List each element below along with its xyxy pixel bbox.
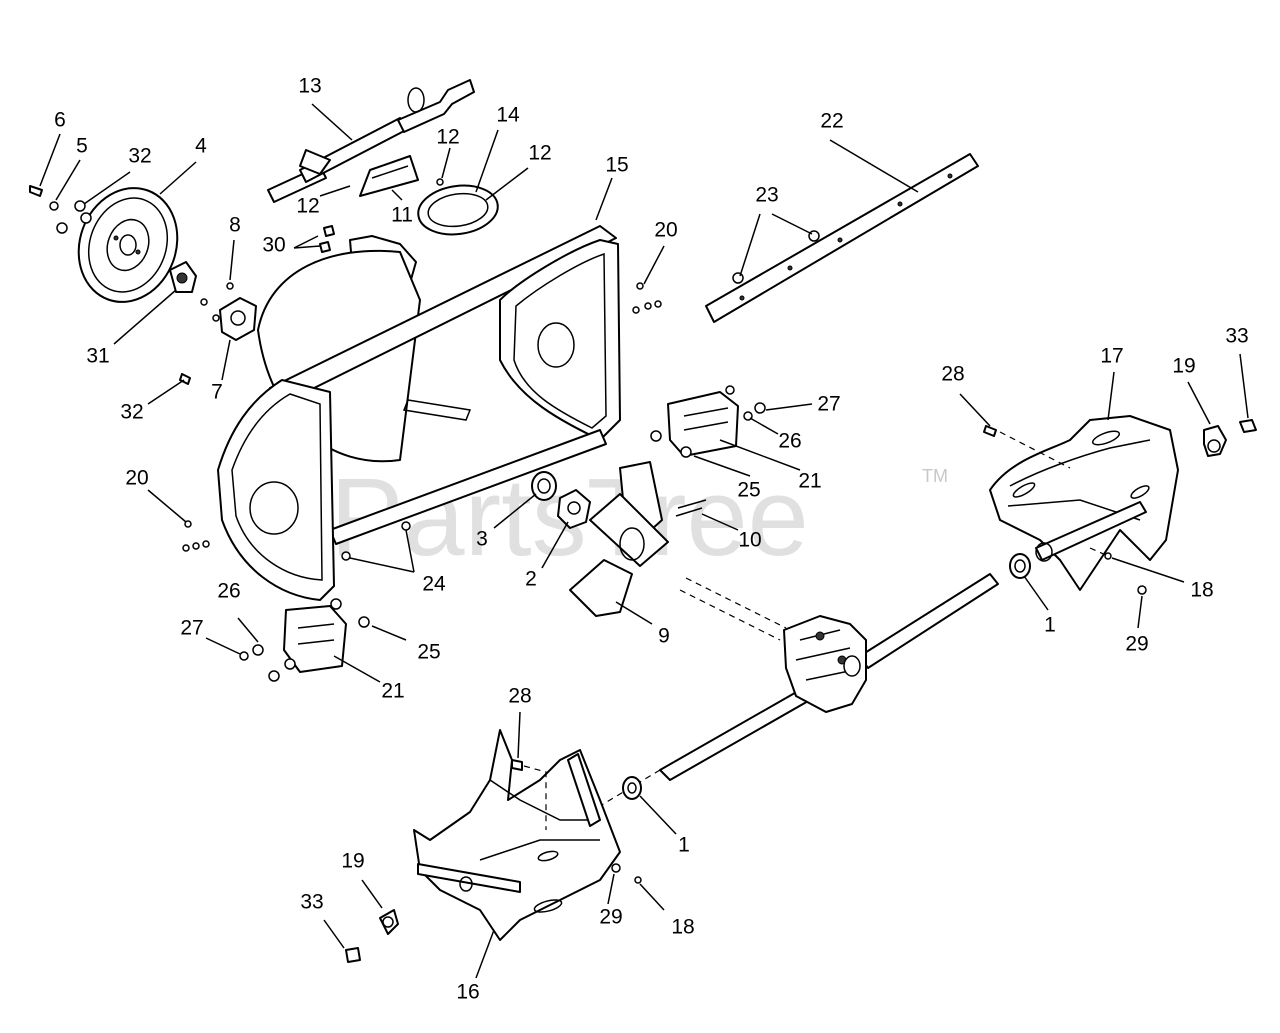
auger-left-part [413,729,621,941]
callout-32: 32 [128,145,151,168]
callout-12: 12 [528,142,551,165]
fasteners-top-left [29,185,92,234]
callout-8: 8 [229,214,241,237]
callout-16: 16 [456,981,479,1004]
callout-17: 17 [1100,345,1123,368]
callout-29: 29 [599,906,622,929]
gearbox-part [783,615,867,713]
small-fasteners-left [179,225,662,561]
callout-14: 14 [496,104,520,127]
callout-6: 6 [54,109,66,132]
callout-5: 5 [76,135,88,158]
impeller-part [569,461,669,617]
scraper-bar-part [705,153,979,323]
auger-right-hardware [983,419,1257,595]
skid-shoe-right-part [650,385,766,458]
callout-26: 26 [217,580,240,603]
callout-28: 28 [508,685,531,708]
callout-21: 21 [798,470,821,493]
callout-3: 3 [476,528,488,551]
washer-lower [622,776,642,800]
callout-25: 25 [417,641,440,664]
flange-part [557,489,591,529]
trademark-mark: TM [922,466,948,486]
callout-24: 24 [422,573,446,596]
callout-19: 19 [341,850,364,873]
screw-12 [436,178,444,186]
callout-33: 33 [300,891,323,914]
callout-labels: 6 5 32 4 13 12 14 12 15 22 12 11 8 30 23… [54,75,1249,1004]
callout-23: 23 [755,184,778,207]
callout-18: 18 [1190,579,1213,602]
callout-30: 30 [262,234,285,257]
callout-22: 22 [820,110,843,133]
auger-right-part [989,415,1179,591]
callout-18: 18 [671,916,694,939]
callout-10: 10 [738,529,761,552]
skid-shoe-left-part [239,598,370,682]
leader-lines [39,103,1249,979]
pulley-part [77,187,179,303]
callout-21: 21 [381,680,404,703]
bearing-plate-part [219,297,257,341]
callout-15: 15 [605,154,628,177]
callout-1: 1 [678,834,690,857]
callout-11: 11 [391,204,413,227]
callout-13: 13 [298,75,321,98]
auger-left-hardware [345,759,642,963]
chute-bracket-part [359,155,419,197]
callout-9: 9 [658,625,670,648]
callout-26: 26 [778,430,801,453]
callout-20: 20 [125,467,148,490]
callout-19: 19 [1172,355,1195,378]
callout-25: 25 [737,479,760,502]
callout-7: 7 [211,381,223,404]
callout-27: 27 [180,617,203,640]
callout-1: 1 [1044,614,1056,637]
callout-4: 4 [195,135,207,158]
callout-2: 2 [525,568,537,591]
callout-29: 29 [1125,633,1148,656]
callout-20: 20 [654,219,677,242]
callout-28: 28 [941,363,964,386]
auger-housing-part [217,225,621,601]
callout-12: 12 [296,195,319,218]
callout-32: 32 [120,401,143,424]
callout-12: 12 [436,126,459,149]
chute-ring-part [417,184,499,236]
callout-33: 33 [1225,325,1248,348]
seal-part [531,471,557,501]
chute-crank-part [267,79,475,203]
callout-27: 27 [817,393,840,416]
bearing-part [169,261,197,293]
key-pins-part [675,499,707,517]
callout-31: 31 [86,345,109,368]
